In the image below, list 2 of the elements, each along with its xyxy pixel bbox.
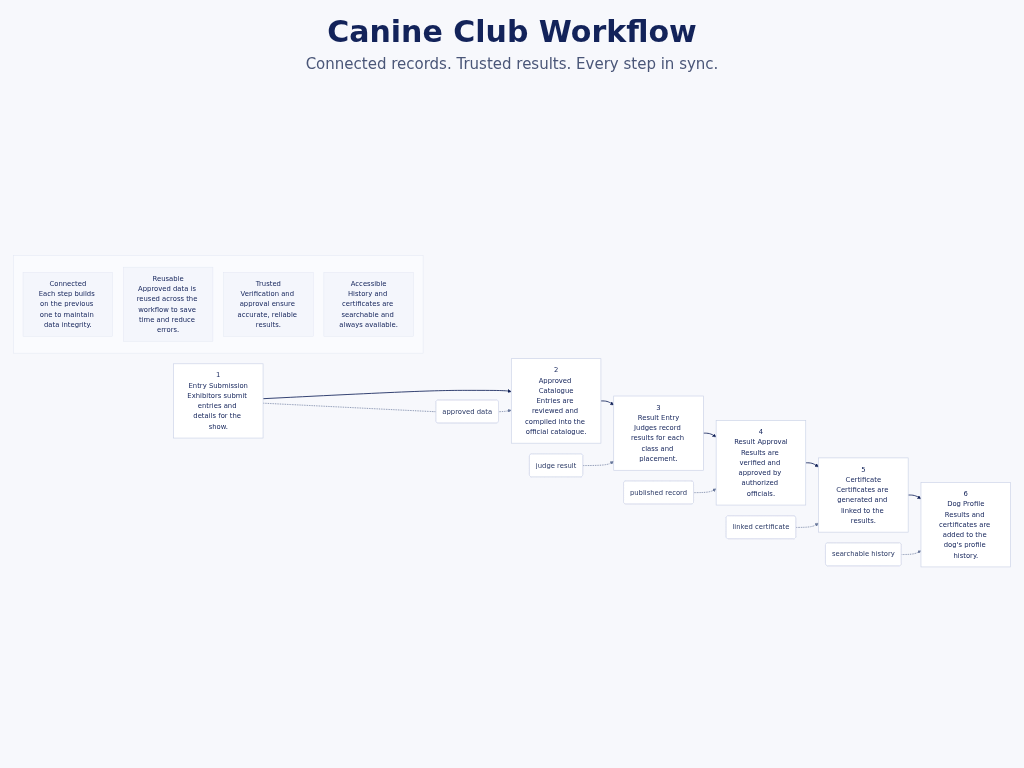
title: Canine Club Workflow xyxy=(327,14,697,49)
subtitle: Connected records. Trusted results. Every step in sync. xyxy=(305,55,719,73)
